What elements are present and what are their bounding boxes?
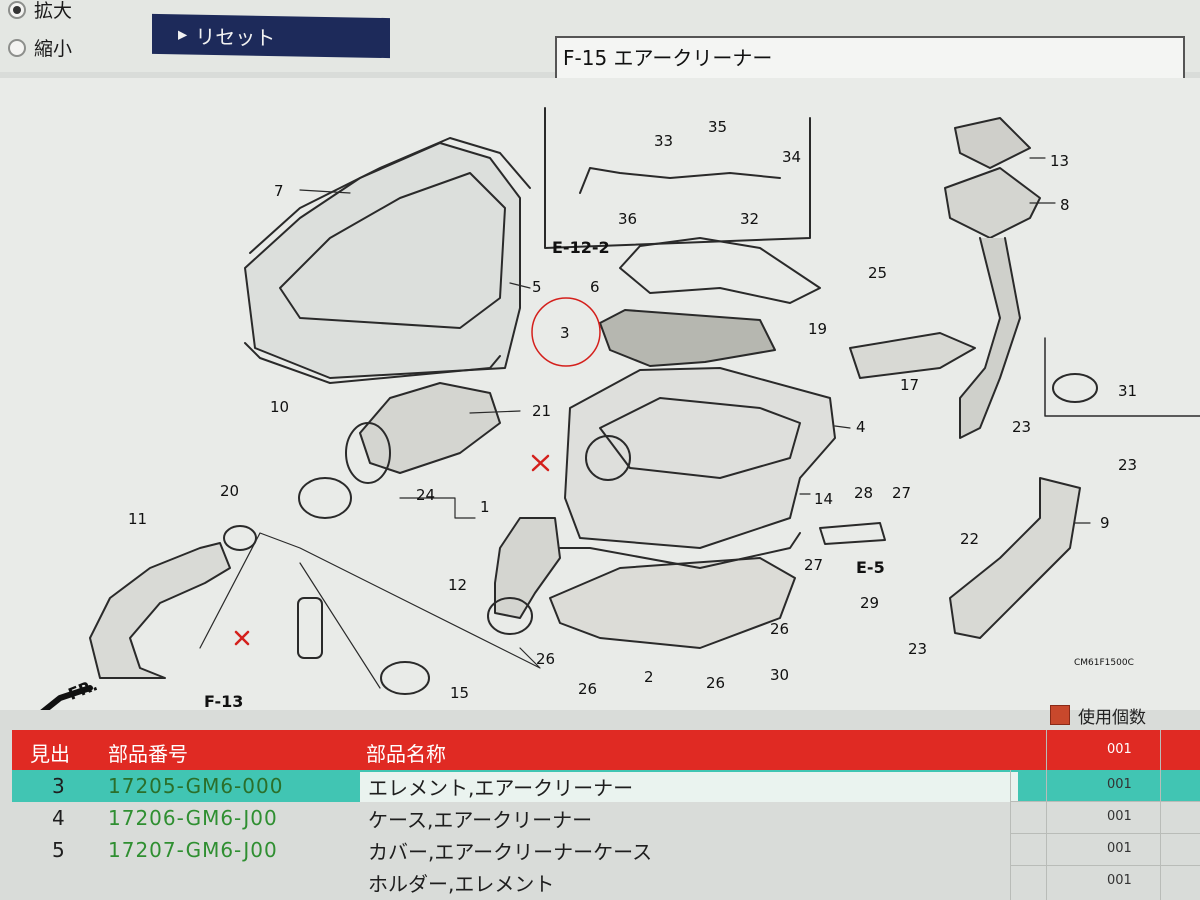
parts-diagram: 7 5 10 21 24 1 20 11 12 15 26 26 2 26 30…: [0, 78, 1200, 711]
row-ref: 5: [52, 838, 65, 862]
toolbar: 拡大 縮小 ▶ リセット F-15 エアークリーナー ▼: [0, 0, 1200, 104]
table-row[interactable]: 5 17207-GM6-J00 カバー,エアークリーナーケース 001: [12, 834, 1200, 866]
callout-23-a[interactable]: 23: [1012, 418, 1032, 436]
callout-4[interactable]: 4: [856, 418, 866, 436]
callout-25[interactable]: 25: [868, 264, 888, 282]
callout-31[interactable]: 31: [1118, 382, 1138, 400]
row-ref: 3: [52, 774, 65, 798]
table-row[interactable]: 3 17205-GM6-000 エレメント,エアークリーナー 001: [12, 770, 1200, 802]
callout-20[interactable]: 20: [220, 482, 240, 500]
callout-12[interactable]: 12: [448, 576, 468, 594]
callout-6[interactable]: 6: [590, 278, 600, 296]
row-part-name: カバー,エアークリーナーケース: [368, 840, 653, 864]
callout-5[interactable]: 5: [532, 278, 542, 296]
callout-27-a[interactable]: 27: [804, 556, 824, 574]
row-ref: 4: [52, 806, 65, 830]
callout-30[interactable]: 30: [770, 666, 790, 684]
col-name-header: 部品名称: [366, 742, 446, 766]
parts-table-header: 見出 部品番号 部品名称 001: [12, 730, 1200, 770]
drawing-code: CM61F1500C: [1074, 658, 1134, 668]
col-ref-header: 見出: [30, 742, 70, 766]
quantity-column-icon: [1050, 705, 1070, 725]
row-qty: 001: [1107, 841, 1132, 856]
quantity-header-label: 使用個数: [1078, 707, 1146, 728]
callout-29[interactable]: 29: [860, 594, 880, 612]
callout-9[interactable]: 9: [1100, 514, 1110, 532]
callout-24[interactable]: 24: [416, 486, 436, 504]
row-qty: 001: [1107, 809, 1132, 824]
callout-2[interactable]: 2: [644, 668, 654, 686]
callout-36[interactable]: 36: [618, 210, 638, 228]
callout-26-a[interactable]: 26: [536, 650, 556, 668]
callout-26-c[interactable]: 26: [706, 674, 726, 692]
quantity-header: 使用個数: [1050, 700, 1200, 730]
callout-23-c[interactable]: 23: [908, 640, 928, 658]
callout-15[interactable]: 15: [450, 684, 470, 702]
callout-3[interactable]: 3: [560, 324, 570, 342]
zoom-out-option[interactable]: 縮小: [8, 34, 72, 61]
callout-17[interactable]: 17: [900, 376, 920, 394]
radio-selected-icon[interactable]: [8, 0, 26, 19]
callout-7[interactable]: 7: [274, 182, 284, 200]
figure-select-value: F-15 エアークリーナー: [563, 46, 773, 70]
reset-button[interactable]: ▶ リセット: [152, 13, 390, 59]
header-qty-value: 001: [1107, 742, 1132, 757]
exploded-view-drawing: [40, 107, 1200, 710]
ref-e-12-2[interactable]: E-12-2: [552, 238, 610, 257]
callout-19[interactable]: 19: [808, 320, 828, 338]
zoom-in-label: 拡大: [34, 0, 73, 22]
row-qty: 001: [1107, 873, 1132, 888]
callout-23-b[interactable]: 23: [1118, 456, 1138, 474]
callout-28[interactable]: 28: [854, 484, 874, 502]
zoom-in-option[interactable]: 拡大: [8, 0, 72, 23]
table-row[interactable]: ホルダー,エレメント 001: [12, 866, 1200, 898]
quantity-grid-lines: [1010, 730, 1200, 900]
row-part-no[interactable]: 17205-GM6-000: [108, 774, 284, 798]
callout-1[interactable]: 1: [480, 498, 490, 516]
row-part-no[interactable]: 17207-GM6-J00: [108, 838, 278, 862]
callout-35[interactable]: 35: [708, 118, 728, 136]
row-part-name: エレメント,エアークリーナー: [360, 772, 1018, 802]
row-part-name: ケース,エアークリーナー: [368, 808, 593, 832]
ref-e-5[interactable]: E-5: [856, 558, 885, 577]
callout-33[interactable]: 33: [654, 132, 674, 150]
callout-13[interactable]: 13: [1050, 152, 1070, 170]
callout-26-b[interactable]: 26: [578, 680, 598, 698]
row-qty: 001: [1107, 777, 1132, 792]
radio-unselected-icon[interactable]: [8, 38, 26, 57]
callout-22[interactable]: 22: [960, 530, 980, 548]
play-arrow-icon: ▶: [178, 27, 188, 42]
ref-f-13[interactable]: F-13: [204, 692, 244, 711]
callout-34[interactable]: 34: [782, 148, 802, 166]
row-part-no[interactable]: 17206-GM6-J00: [108, 806, 278, 830]
reset-button-label: リセット: [195, 26, 276, 50]
callout-27-b[interactable]: 27: [892, 484, 912, 502]
callout-14[interactable]: 14: [814, 490, 834, 508]
table-row[interactable]: 4 17206-GM6-J00 ケース,エアークリーナー 001: [12, 802, 1200, 834]
callout-26-d[interactable]: 26: [770, 620, 790, 638]
callout-32[interactable]: 32: [740, 210, 760, 228]
callout-11[interactable]: 11: [128, 510, 148, 528]
callout-21[interactable]: 21: [532, 402, 552, 420]
row-part-name: ホルダー,エレメント: [368, 872, 555, 896]
zoom-out-label: 縮小: [34, 38, 73, 60]
callout-8[interactable]: 8: [1060, 196, 1070, 214]
callout-10[interactable]: 10: [270, 398, 290, 416]
col-part-no-header: 部品番号: [108, 742, 188, 766]
